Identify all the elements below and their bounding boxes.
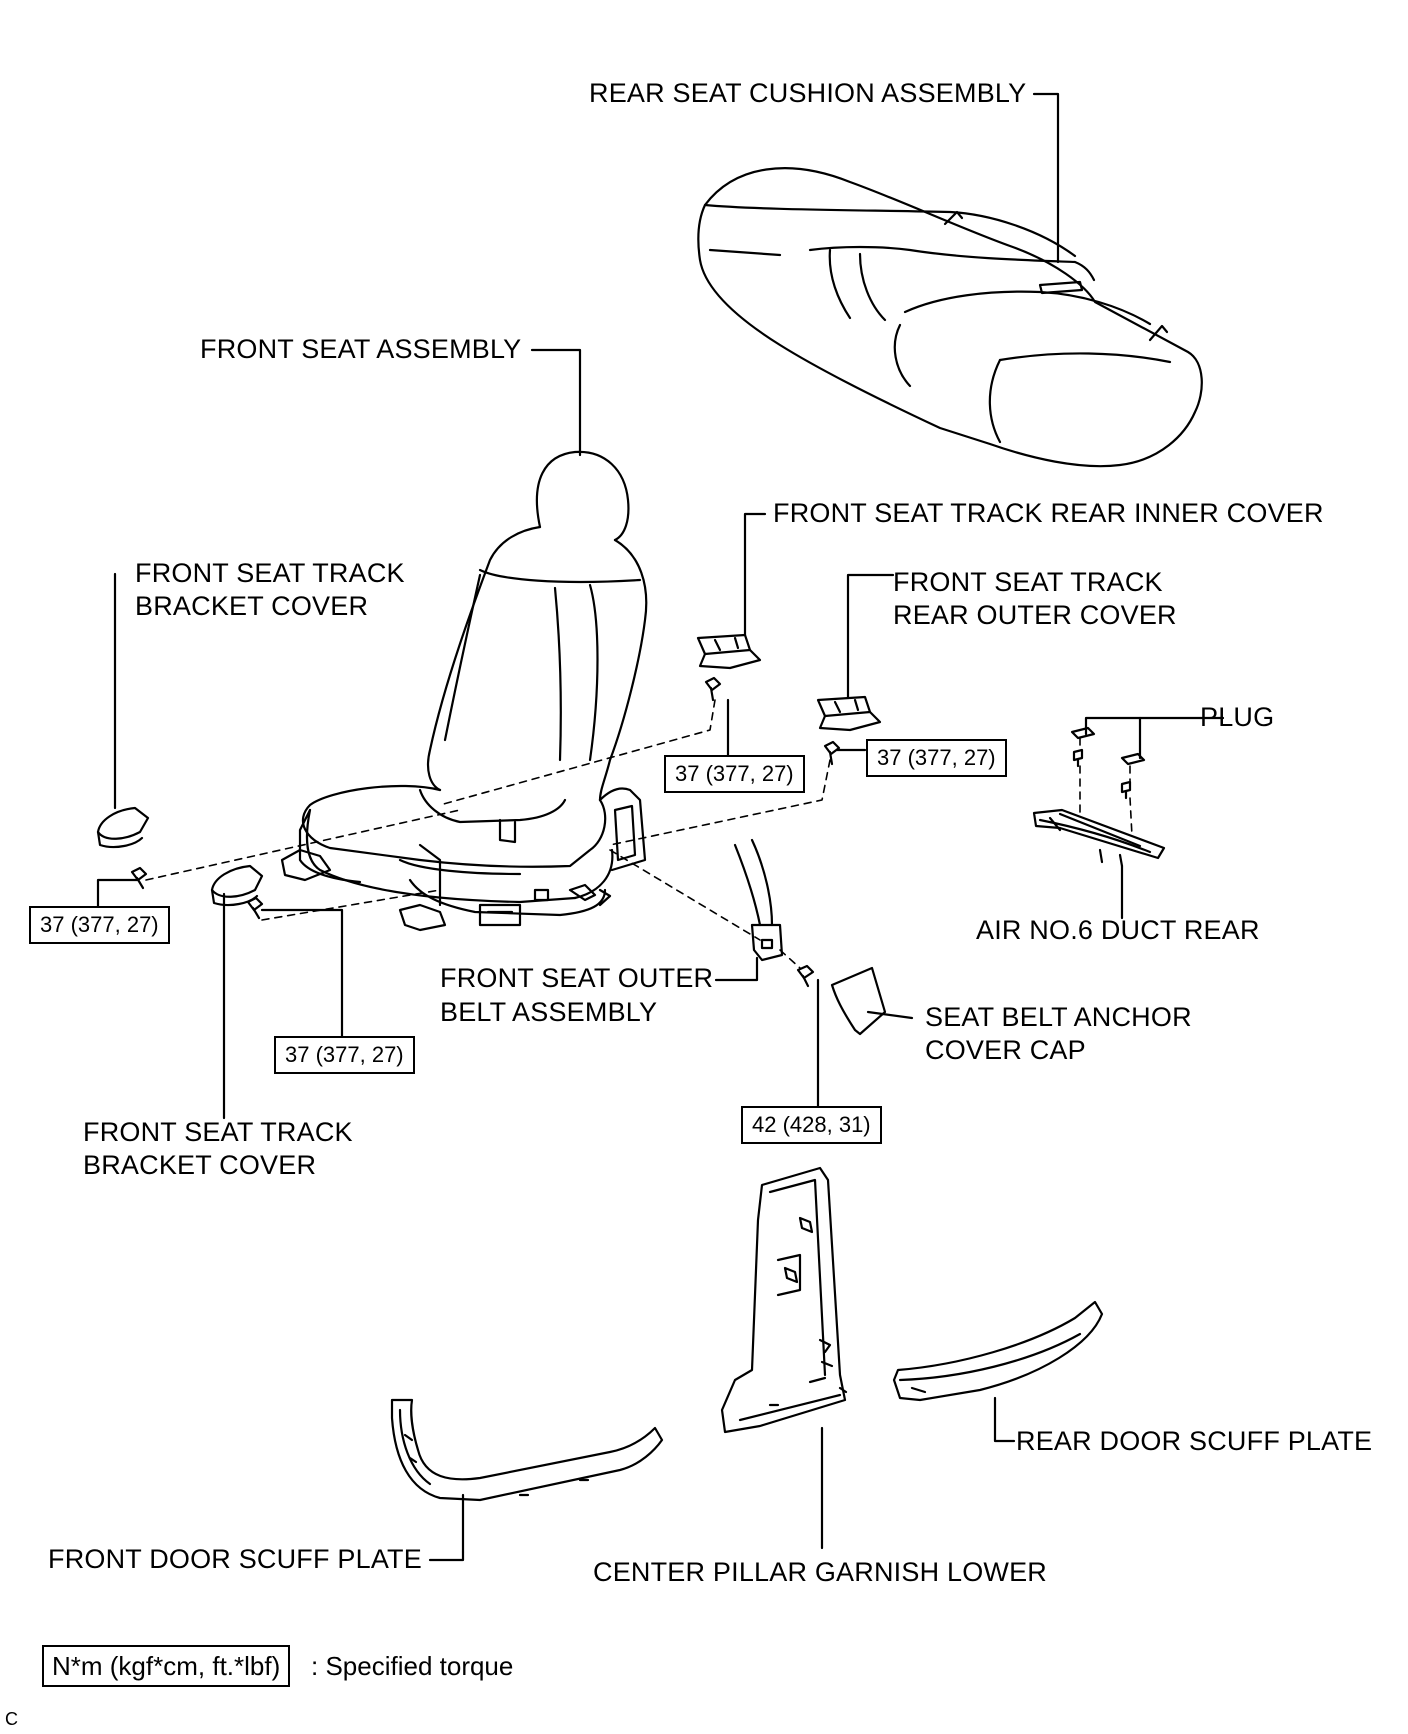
track-rear-outer-cover-label-2: REAR OUTER COVER: [893, 600, 1177, 630]
air-duct-drawing: [1032, 726, 1166, 868]
dashed-assembly-lines: [145, 699, 1133, 969]
torque-value-right: 37 (377, 27): [866, 739, 1007, 777]
anchor-cap-label-1: SEAT BELT ANCHOR: [925, 1002, 1192, 1032]
torque-legend-text: : Specified torque: [311, 1651, 514, 1681]
rear-door-scuff-label: REAR DOOR SCUFF PLATE: [1016, 1426, 1373, 1456]
bolts-drawing: [130, 676, 1132, 988]
figure-code: C: [5, 1709, 18, 1729]
seat-belt-drawing: [733, 838, 887, 1036]
bracket-cover-lower-label-1: FRONT SEAT TRACK: [83, 1117, 353, 1147]
front-door-scuff-label: FRONT DOOR SCUFF PLATE: [48, 1544, 422, 1574]
bracket-cover-upper-label-2: BRACKET COVER: [135, 591, 369, 621]
front-scuff-drawing: [390, 1398, 664, 1502]
torque-value-anchor: 42 (428, 31): [741, 1106, 882, 1144]
front-seat-label: FRONT SEAT ASSEMBLY: [200, 334, 522, 364]
rear-scuff-drawing: [892, 1300, 1104, 1402]
air-duct-label: AIR NO.6 DUCT REAR: [976, 915, 1260, 945]
rear-seat-cushion-label: REAR SEAT CUSHION ASSEMBLY: [589, 78, 1027, 108]
track-covers-drawing: [96, 633, 882, 907]
outer-belt-label-2: BELT ASSEMBLY: [440, 997, 658, 1027]
track-rear-outer-cover-label-1: FRONT SEAT TRACK: [893, 567, 1163, 597]
rear-seat-cushion-drawing: [697, 167, 1203, 468]
anchor-cap-label-2: COVER CAP: [925, 1035, 1086, 1065]
torque-value-lower: 37 (377, 27): [274, 1036, 415, 1074]
plug-label: PLUG: [1200, 702, 1275, 732]
center-pillar-label: CENTER PILLAR GARNISH LOWER: [593, 1557, 1047, 1587]
outer-belt-label-1: FRONT SEAT OUTER: [440, 963, 714, 993]
bracket-cover-lower-label-2: BRACKET COVER: [83, 1150, 317, 1180]
leader-lines: [96, 92, 1225, 1562]
track-rear-inner-cover-label: FRONT SEAT TRACK REAR INNER COVER: [773, 498, 1324, 528]
torque-value-center: 37 (377, 27): [664, 755, 805, 793]
front-seat-drawing: [280, 450, 648, 932]
torque-value-left: 37 (377, 27): [29, 906, 170, 944]
center-pillar-drawing: [720, 1166, 848, 1434]
bracket-cover-upper-label-1: FRONT SEAT TRACK: [135, 558, 405, 588]
torque-legend-box: N*m (kgf*cm, ft.*lbf): [42, 1645, 291, 1687]
